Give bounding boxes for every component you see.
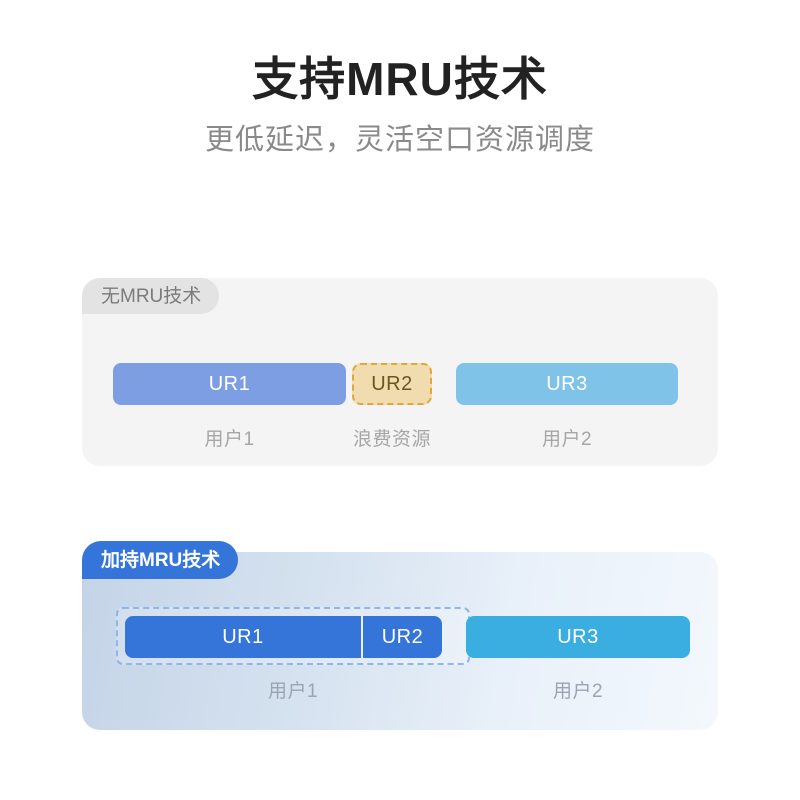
- card-without-mru: [82, 278, 718, 466]
- header: 支持MRU技术 更低延迟，灵活空口资源调度: [0, 0, 800, 160]
- page-title: 支持MRU技术: [252, 53, 548, 105]
- page-subtitle: 更低延迟，灵活空口资源调度: [204, 124, 595, 157]
- card-with-mru: [82, 552, 718, 730]
